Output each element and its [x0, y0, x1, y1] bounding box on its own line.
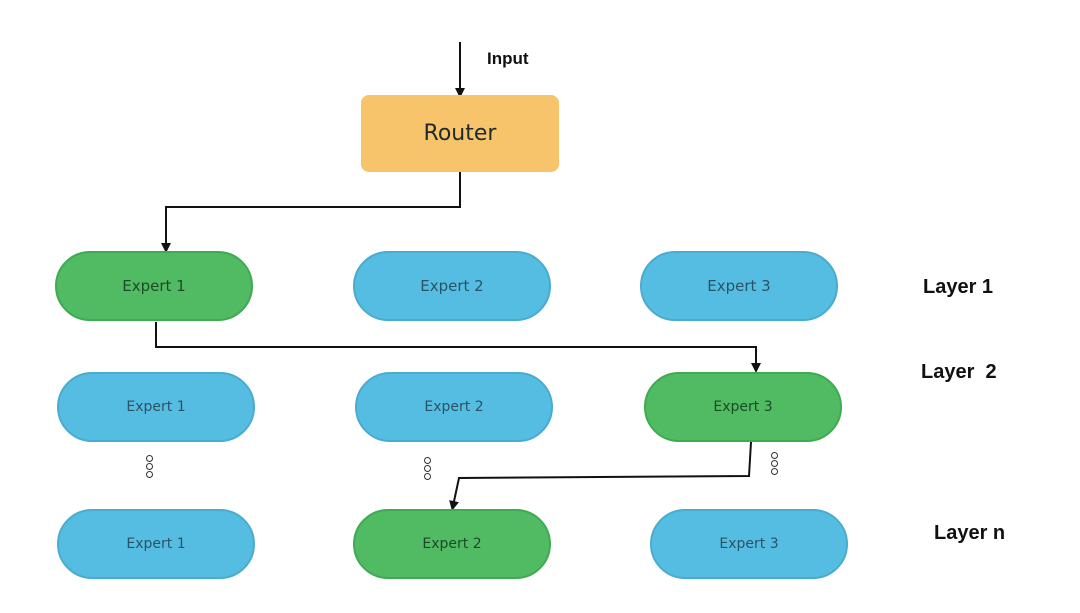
layer2-expert3-to-layern-expert2-arrow: [449, 441, 752, 511]
expert-label: Expert 1: [122, 277, 186, 295]
ellipsis-dot: [424, 473, 431, 480]
layern-expert-3: Expert 3: [650, 509, 848, 579]
expert-label: Expert 2: [424, 399, 484, 415]
ellipsis-dots-col2: [424, 457, 431, 480]
layern-expert-1: Expert 1: [57, 509, 255, 579]
layern-label: Layer n: [934, 522, 1006, 544]
ellipsis-dots-col1: [146, 455, 153, 478]
expert-label: Expert 1: [126, 536, 186, 552]
layer2-expert-2: Expert 2: [355, 372, 553, 442]
expert-label: Expert 3: [719, 536, 779, 552]
layer2-expert-3: Expert 3: [644, 372, 842, 442]
ellipsis-dot: [146, 455, 153, 462]
expert-label: Expert 3: [713, 399, 773, 415]
expert-label: Expert 2: [422, 536, 482, 552]
router-box: Router: [361, 95, 559, 172]
layer1-expert1-to-layer2-expert3-arrow: [155, 322, 761, 373]
input-label: Input: [487, 49, 529, 68]
ellipsis-dot: [146, 471, 153, 478]
ellipsis-dots-col3: [771, 452, 778, 475]
layer2-label: Layer 2: [921, 361, 997, 383]
ellipsis-dot: [771, 460, 778, 467]
layer1-label: Layer 1: [923, 276, 994, 298]
expert-label: Expert 1: [126, 399, 186, 415]
ellipsis-dot: [771, 452, 778, 459]
ellipsis-dot: [424, 457, 431, 464]
expert-label: Expert 3: [707, 277, 771, 295]
router-to-layer1-expert1-arrow: [161, 172, 461, 253]
layer1-expert-1: Expert 1: [55, 251, 253, 321]
ellipsis-dot: [424, 465, 431, 472]
router-label: Router: [423, 121, 497, 146]
layer1-expert-3: Expert 3: [640, 251, 838, 321]
layern-expert-2: Expert 2: [353, 509, 551, 579]
layer2-expert-1: Expert 1: [57, 372, 255, 442]
ellipsis-dot: [146, 463, 153, 470]
layer1-expert-2: Expert 2: [353, 251, 551, 321]
ellipsis-dot: [771, 468, 778, 475]
expert-label: Expert 2: [420, 277, 484, 295]
